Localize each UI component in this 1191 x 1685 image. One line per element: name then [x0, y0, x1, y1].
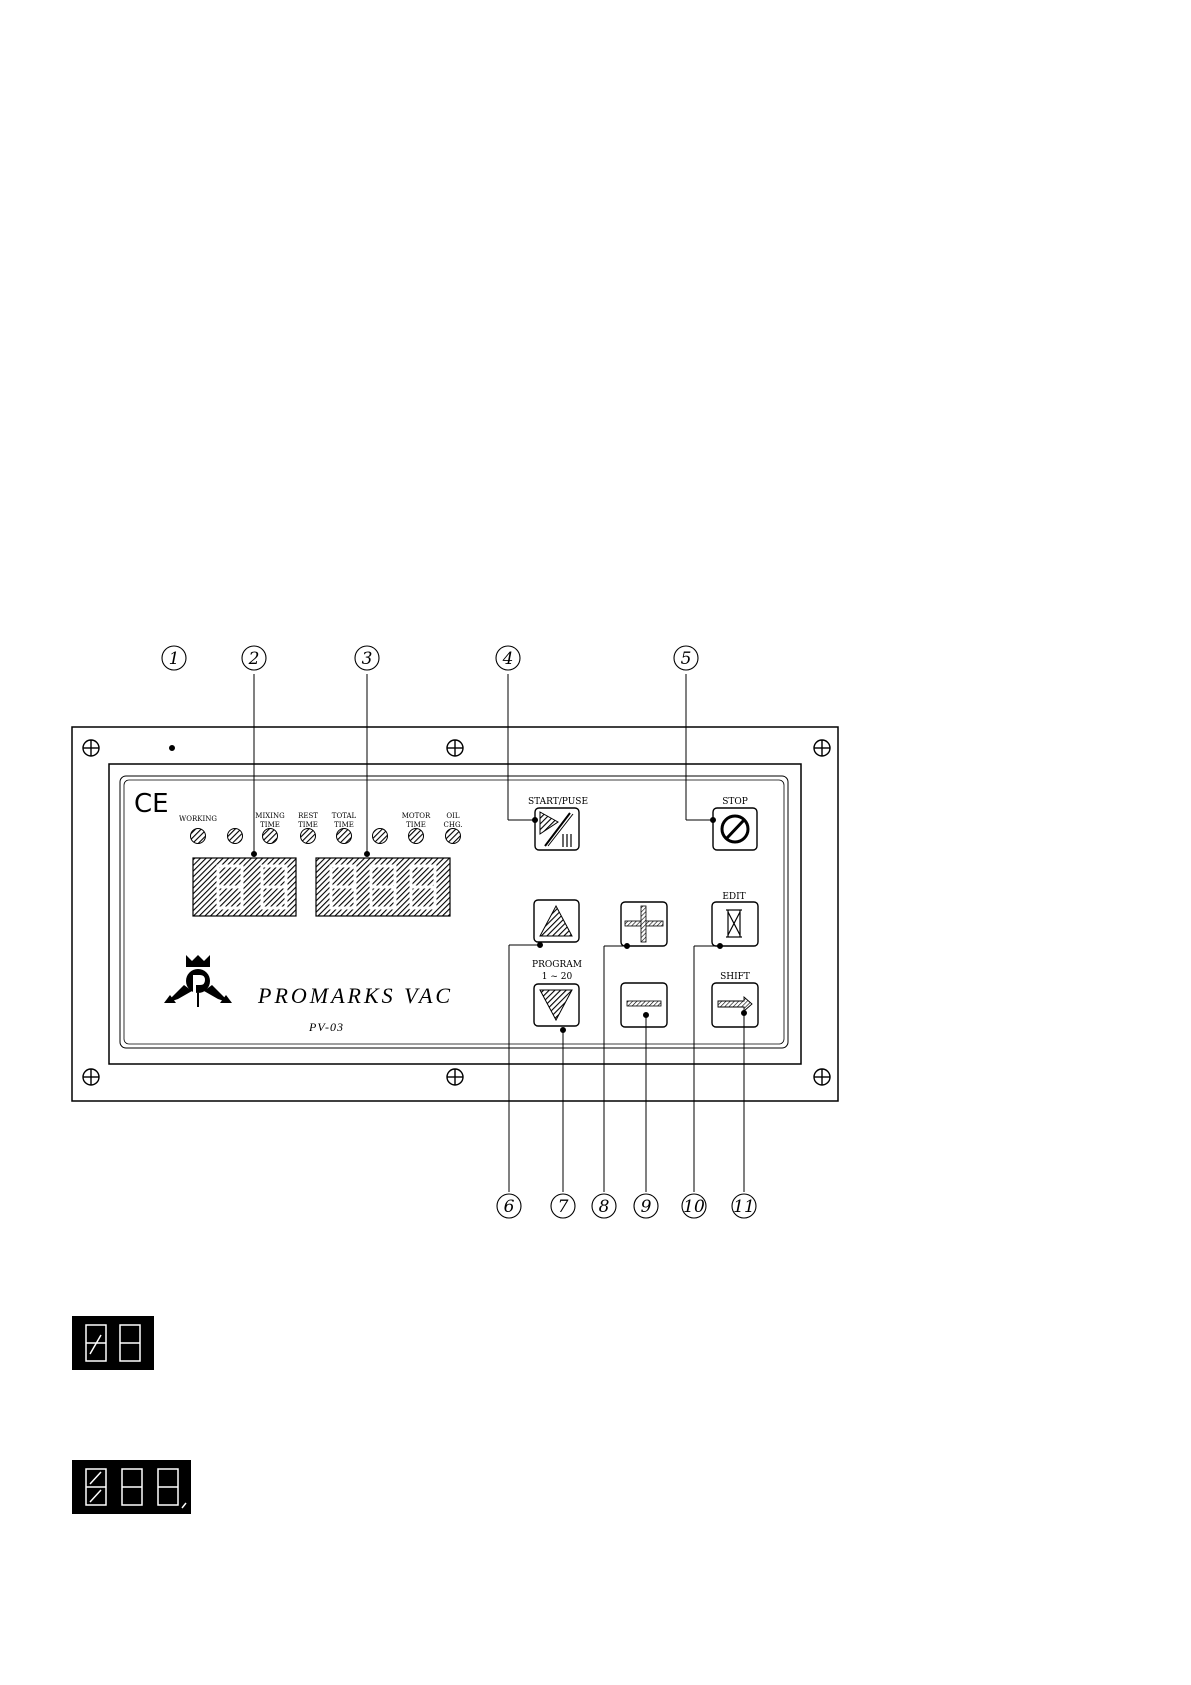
ce-mark: CE — [134, 789, 169, 819]
indicator-label: CHG. — [443, 821, 462, 829]
callout-6: 6 — [497, 1194, 521, 1218]
screw-icon — [447, 740, 463, 756]
indicator-label: OIL — [446, 812, 460, 820]
callout-9: 9 — [634, 1194, 658, 1218]
program-down-button[interactable] — [534, 984, 579, 1026]
svg-text:8: 8 — [599, 1197, 610, 1217]
svg-text:3: 3 — [362, 649, 373, 669]
indicator-led-5 — [373, 829, 388, 844]
indicator-label: WORKING — [179, 815, 217, 823]
indicator-label: TOTAL — [332, 812, 357, 820]
edit-button[interactable] — [712, 902, 758, 946]
svg-text:1: 1 — [169, 649, 180, 669]
callout-1: 1 — [162, 646, 186, 670]
led-icon — [263, 829, 278, 844]
stop-button[interactable] — [713, 808, 757, 850]
legend-display-2-digit — [72, 1316, 154, 1370]
svg-text:9: 9 — [641, 1197, 652, 1217]
indicator-label: TIME — [298, 821, 318, 829]
screw-icon — [447, 1069, 463, 1085]
start-pause-button[interactable] — [535, 808, 579, 850]
led-icon — [446, 829, 461, 844]
svg-text:5: 5 — [681, 649, 692, 669]
shift-button[interactable] — [712, 983, 758, 1027]
callout-7: 7 — [551, 1194, 575, 1218]
edit-label: EDIT — [722, 892, 745, 902]
indicator-label: MIXING — [255, 812, 285, 820]
svg-text:6: 6 — [504, 1197, 515, 1217]
brand-name: PROMARKS VAC — [257, 983, 453, 1008]
program-range-label: 1 ~ 20 — [542, 972, 573, 982]
led-icon — [337, 829, 352, 844]
indicator-led-1 — [228, 829, 243, 844]
indicator-label: TIME — [406, 821, 426, 829]
callout-8: 8 — [592, 1194, 616, 1218]
led-icon — [228, 829, 243, 844]
stop-label: STOP — [722, 797, 748, 807]
screw-icon — [83, 740, 99, 756]
left-display — [193, 858, 296, 916]
callout-11: 11 — [732, 1194, 756, 1218]
callout-10: 10 — [682, 1194, 706, 1218]
indicator-label: REST — [298, 812, 318, 820]
screw-icon — [83, 1069, 99, 1085]
screw-icon — [814, 740, 830, 756]
indicator-label: TIME — [334, 821, 354, 829]
led-icon — [409, 829, 424, 844]
program-up-button[interactable] — [534, 900, 579, 942]
svg-text:11: 11 — [733, 1197, 755, 1217]
indicator-label: TIME — [260, 821, 280, 829]
callout-2: 2 — [242, 646, 266, 670]
model-name: PV-03 — [308, 1020, 344, 1034]
plus-button[interactable] — [621, 902, 667, 946]
callout-4: 4 — [496, 646, 520, 670]
led-icon — [373, 829, 388, 844]
svg-text:2: 2 — [248, 649, 260, 669]
display-window — [72, 1316, 154, 1370]
callout-5: 5 — [674, 646, 698, 670]
shift-label: SHIFT — [720, 972, 750, 982]
led-icon — [301, 829, 316, 844]
legend-display-3-digit — [72, 1460, 191, 1514]
svg-text:4: 4 — [502, 649, 514, 669]
minus-icon — [627, 1001, 661, 1006]
svg-text:10: 10 — [683, 1197, 705, 1217]
minus-button[interactable] — [621, 983, 667, 1027]
start-pause-label: START/PUSE — [528, 797, 588, 807]
indicator-label: MOTOR — [402, 812, 431, 820]
callout-3: 3 — [355, 646, 379, 670]
right-display — [316, 858, 450, 916]
program-label: PROGRAM — [532, 960, 582, 970]
svg-text:7: 7 — [558, 1197, 569, 1217]
screw-icon — [814, 1069, 830, 1085]
stop-icon — [722, 816, 748, 842]
led-icon — [191, 829, 206, 844]
